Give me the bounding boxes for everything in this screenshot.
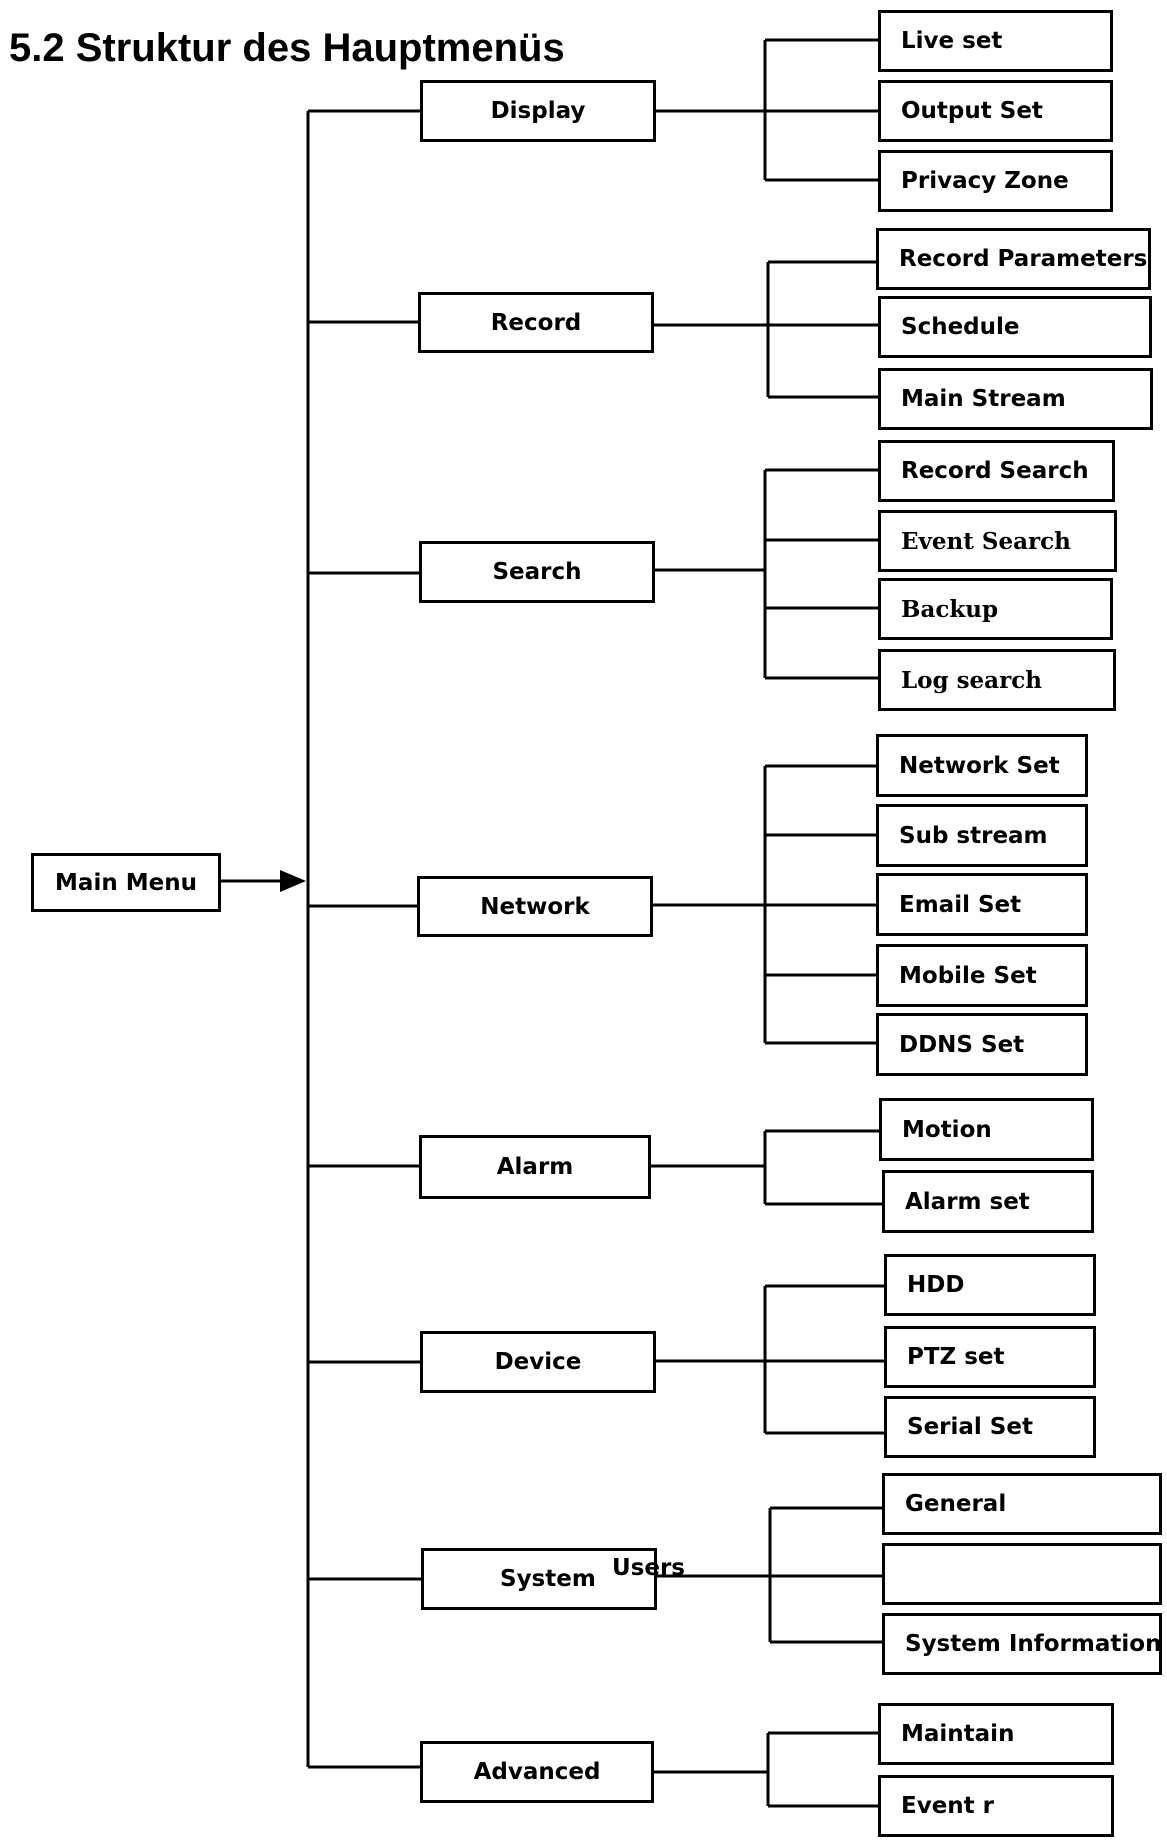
submenu-item-blank (882, 1543, 1162, 1605)
submenu-item-email-set: Email Set (876, 873, 1088, 936)
menu-system-users-label: Users (612, 1555, 685, 1581)
submenu-item-privacy-zone: Privacy Zone (878, 150, 1113, 212)
menu-display: Display (420, 80, 656, 142)
submenu-item-sub-stream: Sub stream (876, 804, 1088, 867)
submenu-item-alarm-set: Alarm set (882, 1170, 1094, 1233)
submenu-item-schedule: Schedule (878, 296, 1152, 358)
submenu-item-log-search: Log search (878, 649, 1116, 711)
submenu-item-network-set: Network Set (876, 734, 1088, 797)
submenu-item-general: General (882, 1473, 1162, 1535)
submenu-item-main-stream: Main Stream (878, 368, 1153, 430)
submenu-item-system-information: System Information (882, 1613, 1162, 1675)
submenu-item-backup: Backup (878, 578, 1113, 640)
submenu-item-event-search: Event Search (878, 510, 1117, 572)
menu-search: Search (419, 541, 655, 603)
menu-device: Device (420, 1331, 656, 1393)
submenu-item-output-set: Output Set (878, 80, 1113, 142)
submenu-item-hdd: HDD (884, 1254, 1096, 1316)
menu-network: Network (417, 876, 653, 937)
arrow-head-icon (280, 870, 306, 892)
menu-alarm: Alarm (419, 1135, 651, 1199)
page-title: 5.2 Struktur des Hauptmenüs (9, 26, 565, 70)
menu-record: Record (418, 292, 654, 353)
submenu-item-motion: Motion (879, 1098, 1094, 1161)
submenu-item-serial-set: Serial Set (884, 1396, 1096, 1458)
submenu-item-record-parameters: Record Parameters (876, 228, 1151, 290)
submenu-item-record-search: Record Search (878, 440, 1115, 502)
submenu-item-maintain: Maintain (878, 1703, 1114, 1765)
menu-advanced: Advanced (420, 1741, 654, 1803)
submenu-item-ptz-set: PTZ set (884, 1326, 1096, 1388)
submenu-item-event-r: Event r (878, 1775, 1114, 1837)
submenu-item-mobile-set: Mobile Set (876, 944, 1088, 1007)
menu-system: System (421, 1548, 657, 1610)
main-menu-box: Main Menu (31, 853, 221, 912)
submenu-item-ddns-set: DDNS Set (876, 1013, 1088, 1076)
submenu-item-live-set: Live set (878, 10, 1113, 72)
